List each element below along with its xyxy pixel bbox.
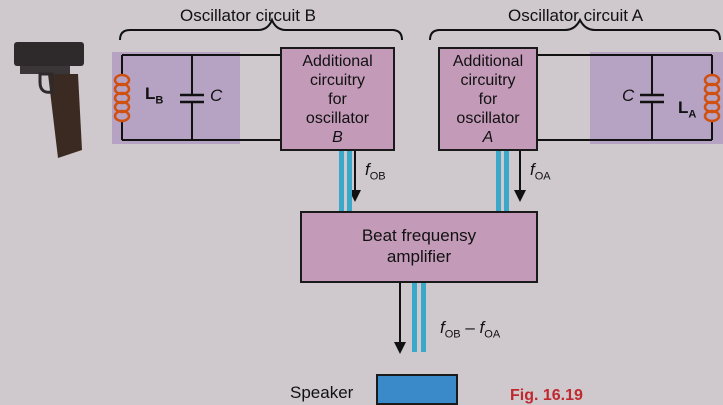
oscillator-a-title: Oscillator circuit A [508,6,643,26]
arrow-speaker [394,342,406,354]
inductor-b-label: LB [145,84,163,106]
capacitor-b-label: C [210,86,222,106]
f-ob-label: fOB [365,160,386,182]
inductor-a-label: LA [678,98,696,120]
signal-b-left [339,144,344,212]
circuitry-box-a-text: Additional circuitry for oscillator A [438,52,538,147]
f-difference-label: fOB – fOA [440,318,500,340]
arrow-f-oa [514,190,526,202]
pistol-icon [14,42,84,158]
circuitry-box-b-text: Additional circuitry for oscillator B [280,52,395,147]
signal-a-right [504,144,509,212]
beat-amplifier-text: Beat frequensy amplifier [300,225,538,267]
figure-label: Fig. 16.19 [510,387,583,405]
oscillator-b-title: Oscillator circuit B [180,6,316,26]
f-oa-label: fOA [530,160,551,182]
speaker-box [376,374,458,405]
signal-amp-right [421,282,426,352]
signal-amp-left [412,282,417,352]
signal-b-right [347,144,352,212]
signal-a-left [496,144,501,212]
capacitor-a-label: C [622,86,634,106]
speaker-label: Speaker [290,383,353,403]
panel-a [590,52,723,144]
